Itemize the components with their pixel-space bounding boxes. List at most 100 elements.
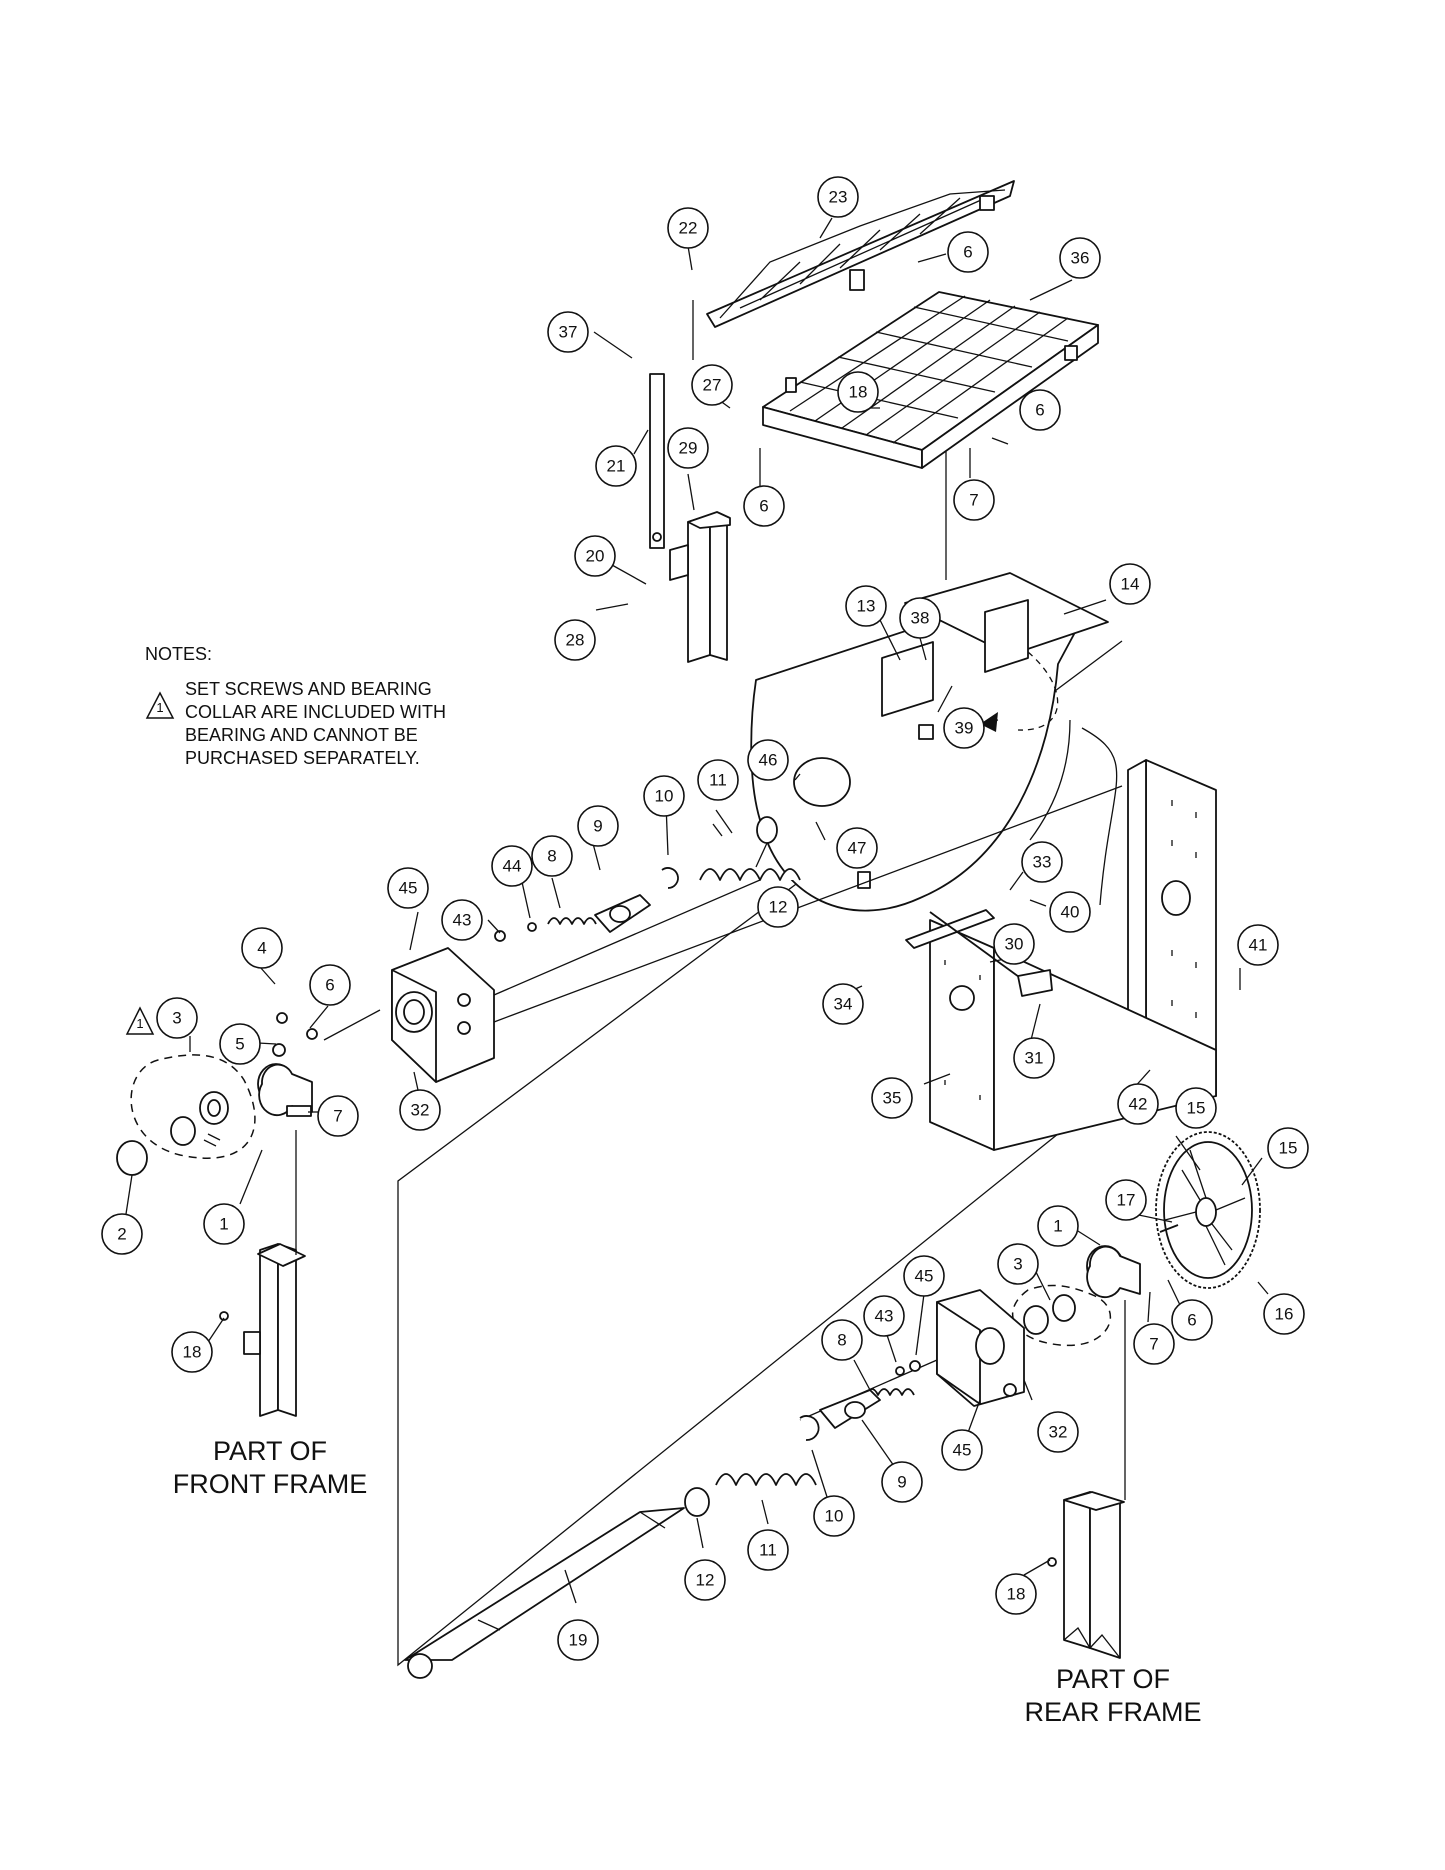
svg-text:21: 21 (607, 457, 626, 476)
front-bearing-block (391, 947, 495, 1083)
svg-text:6: 6 (1035, 401, 1044, 420)
callout: 15 (1175, 1087, 1217, 1129)
svg-text:27: 27 (703, 376, 722, 395)
svg-text:7: 7 (969, 491, 978, 510)
callout: 8 (531, 835, 573, 877)
notes-block: NOTES: 1 SET SCREWS AND BEARING COLLAR A… (145, 644, 446, 768)
reference-triangle-number: 1 (136, 1016, 143, 1031)
callout: 11 (697, 759, 739, 801)
svg-text:31: 31 (1025, 1049, 1044, 1068)
svg-text:12: 12 (769, 898, 788, 917)
svg-text:9: 9 (897, 1473, 906, 1492)
svg-text:3: 3 (1013, 1255, 1022, 1274)
svg-text:41: 41 (1249, 936, 1268, 955)
callouts: 23 22 6 36 37 27 18 6 21 29 6 7 20 28 13… (101, 176, 1309, 1661)
svg-text:28: 28 (566, 631, 585, 650)
svg-text:40: 40 (1061, 903, 1080, 922)
svg-text:32: 32 (1049, 1423, 1068, 1442)
handle-arm (649, 300, 694, 549)
callout: 9 (577, 805, 619, 847)
callout: 6 (947, 231, 989, 273)
front-pillow-bearing (257, 1012, 318, 1117)
drive-gear (1155, 1131, 1261, 1289)
svg-text:1: 1 (1053, 1217, 1062, 1236)
svg-text:43: 43 (875, 1307, 894, 1326)
callout: 43 (441, 899, 483, 941)
callout: 1 (1037, 1205, 1079, 1247)
svg-text:29: 29 (679, 439, 698, 458)
notes-line-1: SET SCREWS AND BEARING (185, 679, 432, 699)
callout: 32 (1037, 1411, 1079, 1453)
callout: 31 (1013, 1037, 1055, 1079)
svg-text:5: 5 (235, 1035, 244, 1054)
callout: 10 (813, 1495, 855, 1537)
callout: 20 (574, 535, 616, 577)
side-plate (1127, 759, 1217, 1097)
notes-triangle-number: 1 (156, 700, 163, 715)
svg-text:11: 11 (709, 771, 727, 790)
callout: 18 (995, 1573, 1037, 1615)
notes-line-3: BEARING AND CANNOT BE (185, 725, 418, 745)
callout: 6 (1019, 389, 1061, 431)
svg-text:42: 42 (1129, 1095, 1148, 1114)
front-frame-post (219, 1130, 306, 1417)
callout: 5 (219, 1023, 261, 1065)
svg-text:20: 20 (586, 547, 605, 566)
callout: 6 (309, 964, 351, 1006)
svg-text:39: 39 (955, 719, 974, 738)
svg-text:2: 2 (117, 1225, 126, 1244)
callout: 3 (997, 1243, 1039, 1285)
notes-line-4: PURCHASED SEPARATELY. (185, 748, 420, 768)
svg-text:23: 23 (829, 188, 848, 207)
support-post (669, 511, 731, 663)
callout: 39 (943, 707, 985, 749)
callout: 29 (667, 427, 709, 469)
callout: 9 (881, 1461, 923, 1503)
svg-text:18: 18 (849, 383, 868, 402)
callout: 35 (871, 1077, 913, 1119)
mounting-frame (905, 909, 1217, 1151)
callout: 44 (491, 845, 533, 887)
notes-heading: NOTES: (145, 644, 212, 664)
callout: 14 (1109, 563, 1151, 605)
svg-text:45: 45 (915, 1267, 934, 1286)
svg-text:12: 12 (696, 1571, 715, 1590)
svg-text:36: 36 (1071, 249, 1090, 268)
svg-text:6: 6 (963, 243, 972, 262)
callout: 17 (1105, 1179, 1147, 1221)
screen-guard (706, 180, 1015, 328)
warning-triangle-icon (145, 691, 175, 719)
callout: 45 (387, 867, 429, 909)
svg-text:7: 7 (333, 1107, 342, 1126)
rear-frame-caption: PART OF REAR FRAME (1024, 1664, 1201, 1727)
svg-text:34: 34 (834, 995, 853, 1014)
callout: 27 (691, 364, 733, 406)
callout: 34 (822, 983, 864, 1025)
svg-text:15: 15 (1187, 1099, 1206, 1118)
reference-triangle-front: 1 (125, 1006, 155, 1035)
callout: 38 (899, 597, 941, 639)
callout: 7 (1133, 1323, 1175, 1365)
front-frame-caption: PART OF FRONT FRAME (173, 1436, 368, 1499)
svg-text:37: 37 (559, 323, 578, 342)
callout: 1 (203, 1203, 245, 1245)
rear-frame-post (1047, 1300, 1126, 1659)
svg-text:47: 47 (848, 839, 867, 858)
svg-text:6: 6 (1187, 1311, 1196, 1330)
callout: 11 (747, 1529, 789, 1571)
rear-spring-set (684, 1360, 921, 1517)
grate-panel (762, 291, 1099, 469)
adjust-rod (929, 911, 1053, 997)
notes-line-2: COLLAR ARE INCLUDED WITH (185, 702, 446, 722)
callout: 47 (836, 827, 878, 869)
rear-bearing-block (799, 1289, 1025, 1421)
svg-text:7: 7 (1149, 1335, 1158, 1354)
svg-text:32: 32 (411, 1101, 430, 1120)
svg-text:10: 10 (655, 787, 674, 806)
callout: 46 (747, 739, 789, 781)
callout: 45 (941, 1429, 983, 1471)
callout: 4 (241, 927, 283, 969)
front-frame-caption-line-1: PART OF (213, 1436, 327, 1466)
svg-text:1: 1 (219, 1215, 228, 1234)
